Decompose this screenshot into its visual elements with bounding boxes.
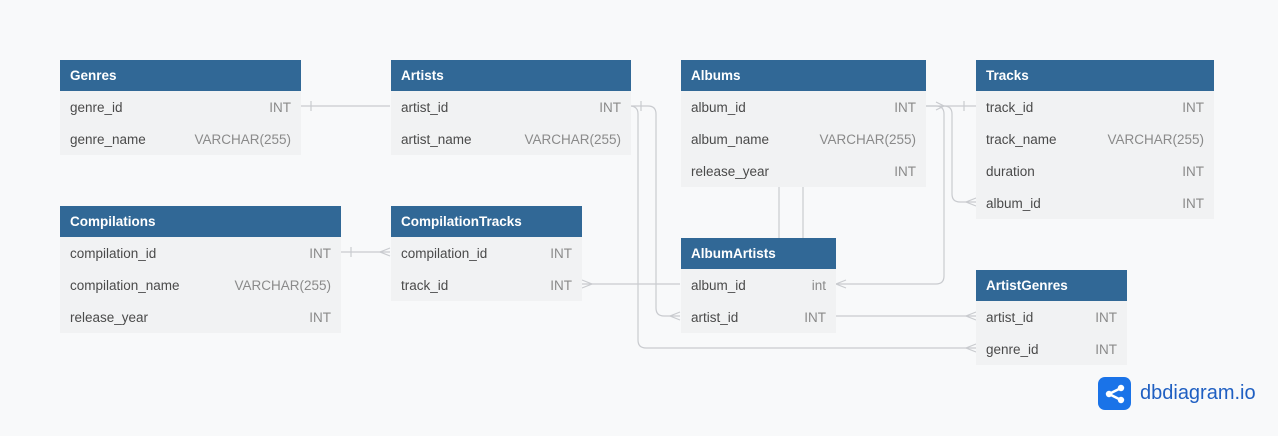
column-type: VARCHAR(255) [819, 131, 916, 147]
column-type: INT [804, 309, 826, 325]
column-name: album_id [691, 99, 746, 115]
column-name: release_year [691, 163, 770, 179]
column-type: INT [1095, 309, 1117, 325]
column-name: compilation_name [70, 277, 180, 293]
column-row[interactable]: duration INT [976, 155, 1214, 187]
table-compilations[interactable]: Compilations compilation_id INT compilat… [60, 206, 341, 333]
column-row[interactable]: genre_id INT [60, 91, 301, 123]
column-row[interactable]: track_id INT [976, 91, 1214, 123]
table-header[interactable]: Artists [391, 60, 631, 91]
table-header[interactable]: Genres [60, 60, 301, 91]
many-marker [834, 279, 847, 289]
column-name: compilation_id [401, 245, 488, 261]
table-header[interactable]: Albums [681, 60, 926, 91]
column-row[interactable]: track_id INT [391, 269, 582, 301]
column-type: VARCHAR(255) [1107, 131, 1204, 147]
column-name: artist_id [691, 309, 739, 325]
table-genres[interactable]: Genres genre_id INT genre_name VARCHAR(2… [60, 60, 301, 155]
table-compilationtracks[interactable]: CompilationTracks compilation_id INT tra… [391, 206, 582, 301]
column-name: genre_id [986, 341, 1039, 357]
column-type: INT [269, 99, 291, 115]
column-name: album_name [691, 131, 770, 147]
link-albums-albumartists-vertical [778, 187, 804, 238]
column-type: INT [894, 99, 916, 115]
brand-name: dbdiagram.io [1140, 382, 1256, 404]
column-row[interactable]: compilation_id INT [391, 237, 582, 269]
column-name: album_id [691, 277, 746, 293]
column-type: INT [550, 277, 572, 293]
column-row[interactable]: artist_name VARCHAR(255) [391, 123, 631, 155]
column-name: track_id [401, 277, 449, 293]
column-name: artist_id [401, 99, 449, 115]
many-marker [964, 343, 977, 353]
table-header[interactable]: CompilationTracks [391, 206, 582, 237]
many-marker [668, 311, 681, 321]
column-name: genre_id [70, 99, 123, 115]
column-row[interactable]: release_year INT [681, 155, 926, 187]
column-type: VARCHAR(255) [194, 131, 291, 147]
table-albumartists[interactable]: AlbumArtists album_id int artist_id INT [681, 238, 836, 333]
column-name: duration [986, 163, 1035, 179]
column-name: compilation_id [70, 245, 157, 261]
table-tracks[interactable]: Tracks track_id INT track_name VARCHAR(2… [976, 60, 1214, 219]
column-type: int [811, 277, 826, 293]
column-type: INT [1182, 99, 1204, 115]
table-artistgenres[interactable]: ArtistGenres artist_id INT genre_id INT [976, 270, 1127, 365]
column-type: VARCHAR(255) [234, 277, 331, 293]
column-row[interactable]: album_id INT [681, 91, 926, 123]
column-name: artist_id [986, 309, 1034, 325]
column-row[interactable]: genre_name VARCHAR(255) [60, 123, 301, 155]
table-header[interactable]: Compilations [60, 206, 341, 237]
column-type: INT [599, 99, 621, 115]
column-name: artist_name [401, 131, 472, 147]
column-name: album_id [986, 195, 1041, 211]
column-name: track_id [986, 99, 1034, 115]
table-header[interactable]: AlbumArtists [681, 238, 836, 269]
column-type: INT [1182, 163, 1204, 179]
table-header[interactable]: ArtistGenres [976, 270, 1127, 301]
column-row[interactable]: artist_id INT [391, 91, 631, 123]
many-marker [581, 279, 594, 289]
column-name: track_name [986, 131, 1057, 147]
table-artists[interactable]: Artists artist_id INT artist_name VARCHA… [391, 60, 631, 155]
column-row[interactable]: genre_id INT [976, 333, 1127, 365]
column-row[interactable]: artist_id INT [681, 301, 836, 333]
many-marker [964, 311, 977, 321]
column-row[interactable]: album_id INT [976, 187, 1214, 219]
table-albums[interactable]: Albums album_id INT album_name VARCHAR(2… [681, 60, 926, 187]
column-row[interactable]: album_id int [681, 269, 836, 301]
link-artists-albumartists [631, 105, 680, 317]
brand-watermark[interactable]: dbdiagram.io [1098, 377, 1256, 410]
column-name: genre_name [70, 131, 146, 147]
many-marker [378, 247, 391, 257]
column-row[interactable]: compilation_id INT [60, 237, 341, 269]
many-marker [935, 101, 946, 111]
column-row[interactable]: release_year INT [60, 301, 341, 333]
link-albums-tracksalbum [943, 105, 976, 203]
column-type: INT [894, 163, 916, 179]
column-name: release_year [70, 309, 149, 325]
column-type: INT [1182, 195, 1204, 211]
column-row[interactable]: compilation_name VARCHAR(255) [60, 269, 341, 301]
column-type: INT [1095, 341, 1117, 357]
table-header[interactable]: Tracks [976, 60, 1214, 91]
column-type: INT [550, 245, 572, 261]
column-type: VARCHAR(255) [524, 131, 621, 147]
dbdiagram-logo-icon [1098, 377, 1131, 410]
column-type: INT [309, 309, 331, 325]
column-row[interactable]: album_name VARCHAR(255) [681, 123, 926, 155]
column-type: INT [309, 245, 331, 261]
column-row[interactable]: artist_id INT [976, 301, 1127, 333]
column-row[interactable]: track_name VARCHAR(255) [976, 123, 1214, 155]
many-marker [964, 197, 977, 207]
